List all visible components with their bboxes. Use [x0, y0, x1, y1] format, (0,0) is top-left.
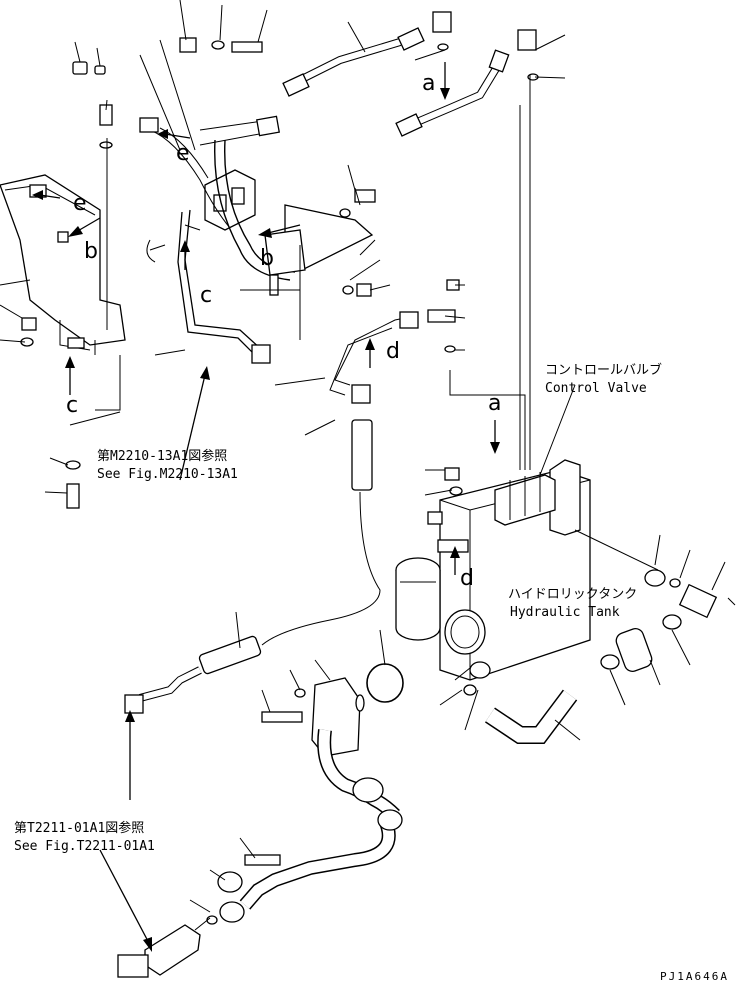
connection-letters: a a b b c c d d e e [66, 71, 501, 591]
fastener-set [20, 11, 539, 509]
letter-a-top: a [422, 71, 435, 96]
letter-b-pipe: b [260, 246, 274, 271]
letter-c-bracket: c [66, 393, 78, 418]
reference-m2210-ja: 第M2210-13A1図参照 [97, 448, 227, 464]
reference-t2211-en: See Fig.T2211-01A1 [14, 839, 155, 854]
mounting-plates [146, 204, 374, 276]
reference-m2210-en: See Fig.M2210-13A1 [97, 467, 238, 482]
leader-lines [0, 0, 736, 931]
drawing-code: PJ1A646A [660, 970, 729, 983]
reference-t2211-ja: 第T2211-01A1図参照 [14, 820, 144, 836]
connection-arrows [32, 62, 500, 952]
right-fittings [427, 309, 718, 672]
hydraulic-tank-label-en: Hydraulic Tank [510, 605, 620, 620]
strainer-filter [395, 557, 486, 655]
letter-e-pipe: e [176, 141, 190, 166]
letter-a-mid: a [488, 391, 501, 416]
hydraulic-tank-label-ja: ハイドロリックタンク [508, 587, 637, 602]
callout-texts: コントロールバルブ Control Valve ハイドロリックタンク Hydra… [14, 362, 729, 983]
control-valve-label-en: Control Valve [545, 381, 647, 396]
hose-lines [124, 27, 578, 744]
letter-d-top: d [386, 339, 400, 364]
letter-c-pipe: c [200, 283, 212, 308]
letter-b-bracket: b [84, 239, 98, 264]
o-ring [366, 663, 404, 703]
left-bracket [0, 174, 126, 351]
control-valve-label-ja: コントロールバルブ [545, 362, 662, 378]
valve-block-assembly [139, 115, 296, 281]
suction-pipe-assembly [117, 677, 403, 978]
letter-e-bracket: e [73, 191, 87, 216]
letter-d-tank: d [460, 566, 474, 591]
